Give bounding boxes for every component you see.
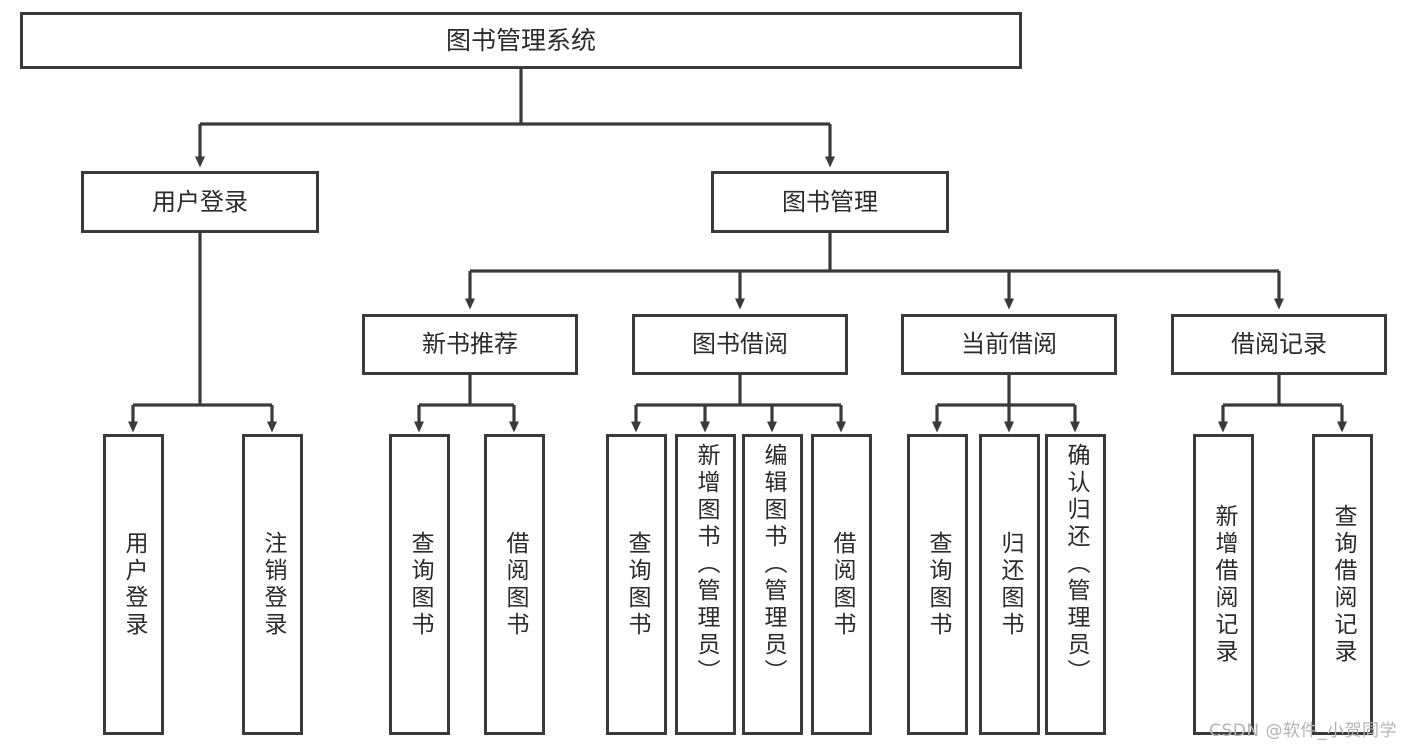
node-label: 查询借阅记录	[1330, 503, 1356, 666]
leaf-add-borrow-record[interactable]: 新增借阅记录	[1193, 434, 1254, 735]
leaf-borrow-book-1[interactable]: 借阅图书	[484, 434, 545, 735]
node-label: 查询图书	[925, 530, 951, 639]
node-label: 确认归还（管理员）	[1063, 443, 1089, 686]
node-label: 图书管理系统	[445, 25, 596, 55]
node-label: 借阅图书	[829, 530, 855, 639]
leaf-query-borrow-record[interactable]: 查询借阅记录	[1312, 434, 1373, 735]
node-label: 查询图书	[407, 530, 433, 639]
node-label: 归还图书	[997, 530, 1023, 639]
node-current-borrow[interactable]: 当前借阅	[901, 314, 1117, 375]
leaf-return-book[interactable]: 归还图书	[979, 434, 1040, 735]
leaf-logout[interactable]: 注销登录	[242, 434, 303, 735]
node-label: 查询图书	[624, 530, 650, 639]
node-book-borrow[interactable]: 图书借阅	[632, 314, 848, 375]
node-new-book-recommend[interactable]: 新书推荐	[362, 314, 578, 375]
csdn-watermark: CSDN @软件_小贺同学	[1209, 721, 1397, 741]
node-root-system[interactable]: 图书管理系统	[20, 12, 1022, 69]
node-label: 编辑图书（管理员）	[760, 443, 786, 686]
node-label: 新增图书（管理员）	[693, 443, 719, 686]
node-label: 借阅记录	[1231, 330, 1327, 359]
leaf-query-book-2[interactable]: 查询图书	[606, 434, 667, 735]
node-label: 借阅图书	[502, 530, 528, 639]
node-label: 图书借阅	[692, 330, 788, 359]
leaf-query-book-3[interactable]: 查询图书	[907, 434, 968, 735]
leaf-query-book-1[interactable]: 查询图书	[389, 434, 450, 735]
node-label: 注销登录	[260, 530, 286, 639]
leaf-user-login[interactable]: 用户登录	[103, 434, 164, 735]
node-label: 新增借阅记录	[1211, 503, 1237, 666]
leaf-borrow-book-2[interactable]: 借阅图书	[811, 434, 872, 735]
node-label: 新书推荐	[422, 330, 518, 359]
leaf-add-book-admin[interactable]: 新增图书（管理员）	[675, 434, 736, 735]
leaf-confirm-return-admin[interactable]: 确认归还（管理员）	[1045, 434, 1106, 735]
node-user-login[interactable]: 用户登录	[81, 171, 319, 233]
node-label: 当前借阅	[961, 330, 1057, 359]
node-label: 用户登录	[152, 187, 248, 216]
node-book-management[interactable]: 图书管理	[711, 171, 949, 233]
node-label: 用户登录	[121, 530, 147, 639]
node-borrow-record[interactable]: 借阅记录	[1171, 314, 1387, 375]
leaf-edit-book-admin[interactable]: 编辑图书（管理员）	[742, 434, 803, 735]
node-label: 图书管理	[782, 187, 878, 216]
